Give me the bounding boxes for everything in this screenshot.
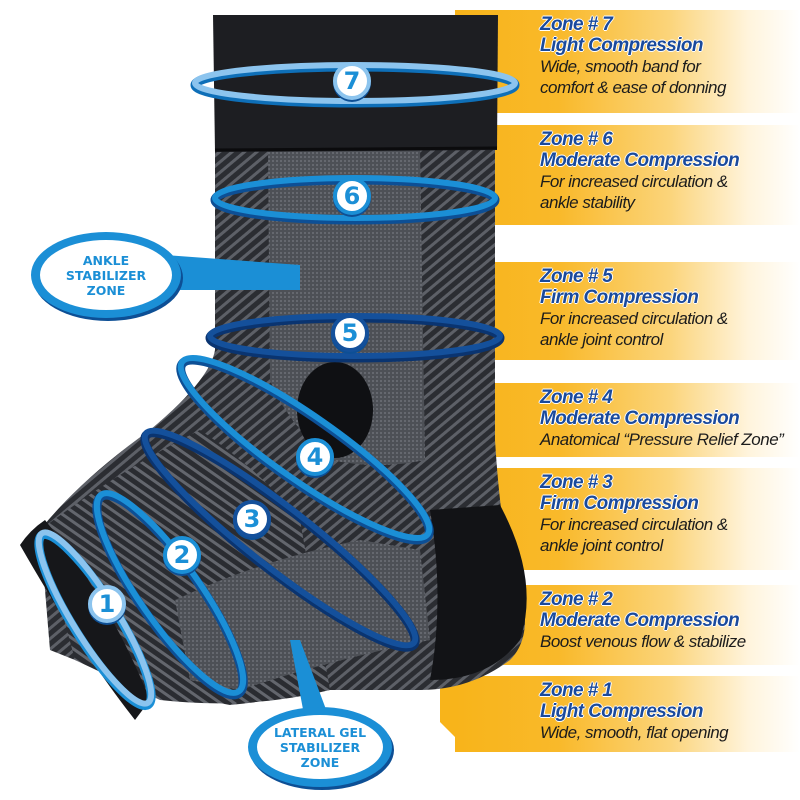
zone-1-number-badge: 1 — [88, 585, 126, 623]
sock-foot-opening — [20, 520, 150, 720]
zone-5-desc: ankle joint control — [540, 330, 663, 349]
callout-line: STABILIZER — [65, 268, 147, 283]
callout-line: ANKLE — [82, 253, 130, 268]
zone-7-desc: Wide, smooth band for — [540, 57, 701, 76]
zone-5-level: Firm Compression — [540, 287, 699, 308]
zone-3-level: Firm Compression — [540, 493, 699, 514]
zone-4-number-badge: 4 — [296, 438, 334, 476]
zone-2-number-badge: 2 — [163, 536, 201, 574]
zone-6-banner: Zone # 6 Moderate Compression For increa… — [455, 125, 800, 225]
zone-4-banner: Zone # 4 Moderate Compression Anatomical… — [455, 383, 800, 457]
zone-6-number-badge: 6 — [333, 177, 371, 215]
zone-6-desc: For increased circulation & — [540, 172, 728, 191]
callout-line: STABILIZER — [279, 740, 361, 755]
ankle-stabilizer-label: ANKLE STABILIZER ZONE — [46, 253, 166, 298]
zone-5-desc: For increased circulation & — [540, 309, 728, 328]
zone-1-title: Zone # 1 — [540, 680, 613, 701]
sock-heel — [430, 505, 527, 680]
zone-3-number-badge: 3 — [233, 500, 271, 538]
lateral-gel-pointer — [290, 640, 330, 720]
zone-2-desc: Boost venous flow & stabilize — [540, 632, 746, 651]
callout-line: ZONE — [86, 283, 126, 298]
ankle-stabilizer-pointer — [165, 255, 300, 290]
zone-5-banner: Zone # 5 Firm Compression For increased … — [455, 262, 800, 360]
zone-4-title: Zone # 4 — [540, 387, 613, 408]
zone-2-title: Zone # 2 — [540, 589, 613, 610]
zone-3-desc: ankle joint control — [540, 536, 663, 555]
zone-5-title: Zone # 5 — [540, 266, 613, 287]
zone-1-banner: Zone # 1 Light Compression Wide, smooth,… — [455, 676, 800, 752]
zone-7-number-badge: 7 — [333, 62, 371, 100]
zone-1-level: Light Compression — [540, 701, 704, 722]
zone-3-desc: For increased circulation & — [540, 515, 728, 534]
zone-1-desc: Wide, smooth, flat opening — [540, 723, 729, 742]
zone-6-title: Zone # 6 — [540, 129, 613, 150]
zone-7-desc: comfort & ease of donning — [540, 78, 726, 97]
zone-7-title: Zone # 7 — [540, 14, 613, 35]
zone-6-desc: ankle stability — [540, 193, 635, 212]
zone-5-number-badge: 5 — [331, 314, 369, 352]
zone-7-level: Light Compression — [540, 35, 704, 56]
zone-6-level: Moderate Compression — [540, 150, 740, 171]
lateral-gel-label: LATERAL GEL STABILIZER ZONE — [260, 725, 380, 770]
zone-7-banner: Zone # 7 Light Compression Wide, smooth … — [455, 10, 800, 113]
zone-3-title: Zone # 3 — [540, 472, 613, 493]
zone-4-level: Moderate Compression — [540, 408, 740, 429]
pressure-relief-pad — [297, 362, 373, 458]
zone-4-desc: Anatomical “Pressure Relief Zone” — [540, 430, 784, 449]
zone-2-level: Moderate Compression — [540, 610, 740, 631]
callout-line: LATERAL GEL — [273, 725, 367, 740]
callout-line: ZONE — [300, 755, 340, 770]
